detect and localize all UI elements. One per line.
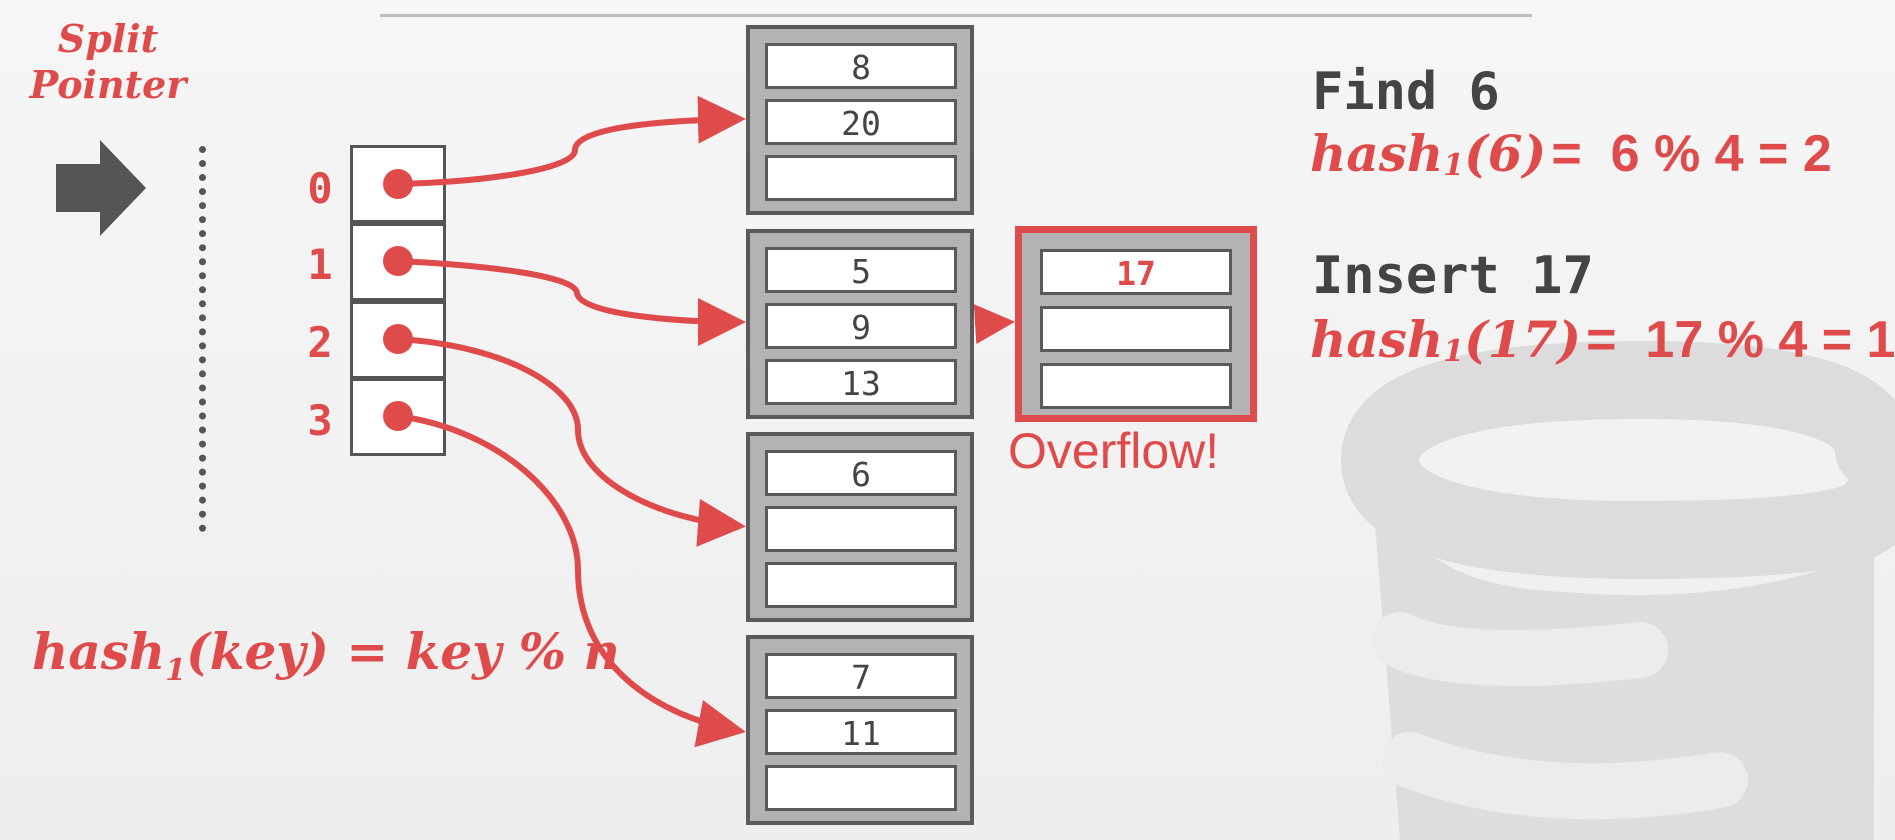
hash-formula-rest: (key) = key % n xyxy=(186,622,620,681)
bucket-1-slot-0: 5 xyxy=(765,247,957,293)
overflow-slot-0: 17 xyxy=(1040,249,1232,295)
find-hash-line: hash1(6) = 6 % 4 = 2 xyxy=(1310,124,1832,184)
bucket-3: 7 11 xyxy=(746,635,974,825)
database-watermark-icon xyxy=(1341,340,1895,840)
dir-pointer-dot-2 xyxy=(383,324,413,354)
arrow-2-to-bucket-2 xyxy=(397,336,746,547)
bucket-0: 8 20 xyxy=(746,25,974,215)
overflow-slot-2 xyxy=(1040,363,1232,409)
split-pointer-arrow-icon xyxy=(56,140,146,236)
dir-pointer-dot-1 xyxy=(383,246,413,276)
arrow-bucket-1-to-overflow xyxy=(973,304,1015,345)
arrow-1-to-bucket-1 xyxy=(397,258,746,346)
bucket-2-slot-1 xyxy=(765,506,957,552)
bucket-3-slot-2 xyxy=(765,765,957,811)
dir-pointer-dot-0 xyxy=(383,169,413,199)
insert-hash-prefix: hash xyxy=(1310,310,1444,369)
directory-index-0: 0 xyxy=(307,164,333,213)
directory-index-3: 3 xyxy=(307,396,333,445)
split-pointer-dotted-line xyxy=(199,146,206,532)
hash-formula-sub: 1 xyxy=(165,653,187,688)
arrow-3-to-bucket-3 xyxy=(397,413,746,748)
bucket-3-slot-1: 11 xyxy=(765,709,957,755)
find-title: Find 6 xyxy=(1312,62,1500,122)
overflow-slot-1 xyxy=(1040,306,1232,352)
insert-hash-result: = 17 % 4 = 1 xyxy=(1586,311,1895,369)
split-pointer-line1: Split xyxy=(57,16,159,61)
bucket-2-slot-0: 6 xyxy=(765,450,957,496)
split-pointer-label: Split Pointer xyxy=(26,16,190,108)
bucket-1-slot-1: 9 xyxy=(765,303,957,349)
bucket-0-slot-2 xyxy=(765,155,957,201)
directory-index-2: 2 xyxy=(307,318,333,367)
overflow-bucket: 17 xyxy=(1015,226,1257,422)
bucket-2: 6 xyxy=(746,432,974,622)
find-hash-sub: 1 xyxy=(1443,148,1465,184)
overflow-label: Overflow! xyxy=(1008,423,1220,479)
split-pointer-line2: Pointer xyxy=(29,62,187,107)
find-hash-arg: (6) xyxy=(1464,124,1547,183)
insert-hash-arg: (17) xyxy=(1464,310,1582,369)
find-hash-prefix: hash xyxy=(1310,124,1444,183)
arrow-0-to-bucket-0 xyxy=(397,95,746,187)
directory-index-1: 1 xyxy=(307,240,333,289)
bucket-3-slot-0: 7 xyxy=(765,653,957,699)
hash-formula: hash1(key) = key % n xyxy=(32,622,620,688)
top-divider xyxy=(380,14,1532,17)
insert-hash-sub: 1 xyxy=(1443,334,1465,370)
bucket-0-slot-1: 20 xyxy=(765,99,957,145)
insert-title: Insert 17 xyxy=(1312,246,1594,306)
bucket-2-slot-2 xyxy=(765,562,957,608)
bucket-0-slot-0: 8 xyxy=(765,43,957,89)
find-hash-result: = 6 % 4 = 2 xyxy=(1551,125,1832,183)
bucket-1-slot-2: 13 xyxy=(765,359,957,405)
bucket-1: 5 9 13 xyxy=(746,229,974,419)
hash-formula-prefix: hash xyxy=(32,622,166,681)
dir-pointer-dot-3 xyxy=(383,401,413,431)
insert-hash-line: hash1(17) = 17 % 4 = 1 xyxy=(1310,310,1895,370)
